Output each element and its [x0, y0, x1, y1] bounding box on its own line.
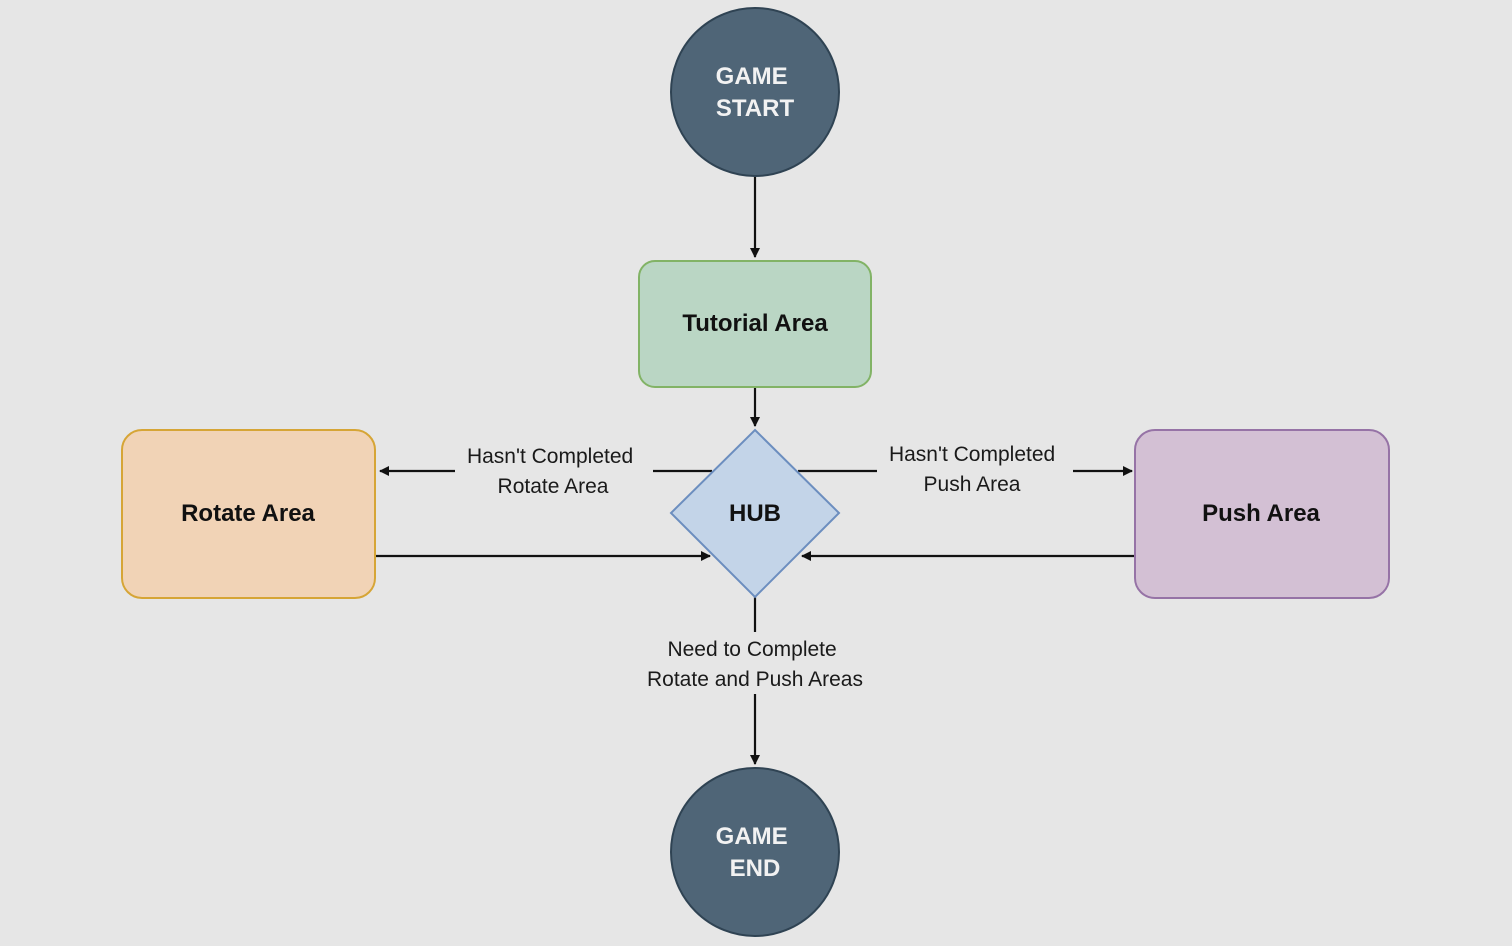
tutorial-area-node: Tutorial Area — [638, 260, 872, 388]
game-start-label-line2: START — [716, 95, 795, 122]
push-area-label: Push Area — [1202, 500, 1320, 527]
edge-label-hub-to-rotate-line1: Hasn't Completed — [467, 445, 633, 468]
edge-label-hub-to-push: Hasn't Completed Push Area — [889, 443, 1061, 496]
tutorial-area-box — [638, 260, 872, 388]
edge-label-hub-to-push-line1: Hasn't Completed — [889, 443, 1055, 466]
push-area-box — [1134, 429, 1390, 599]
rotate-area-node: Rotate Area — [121, 429, 376, 599]
edge-label-hub-to-rotate-line2: Rotate Area — [498, 475, 609, 498]
game-start-label-line1: GAME — [716, 63, 788, 90]
label-bg-rotate — [455, 440, 653, 500]
tutorial-area-label: Tutorial Area — [682, 310, 828, 337]
hub-label: HUB — [729, 500, 781, 527]
game-end-label-line2: END — [730, 855, 781, 882]
game-start-label: GAME START — [716, 63, 795, 122]
push-area-node: Push Area — [1134, 429, 1390, 599]
game-start-circle — [670, 7, 840, 177]
edge-label-hub-to-rotate: Hasn't Completed Rotate Area — [467, 445, 639, 498]
edge-label-hub-to-push-line2: Push Area — [924, 473, 1021, 496]
rotate-area-box — [121, 429, 376, 599]
game-start-node: GAME START — [670, 7, 840, 177]
hub-diamond — [669, 428, 841, 599]
game-end-node: GAME END — [670, 767, 840, 937]
game-end-label-line1: GAME — [716, 823, 788, 850]
edge-label-hub-to-end-line2: Rotate and Push Areas — [647, 668, 863, 691]
game-end-circle — [670, 767, 840, 937]
rotate-area-label: Rotate Area — [181, 500, 315, 527]
edge-label-hub-to-end-line1: Need to Complete — [667, 638, 836, 661]
label-bg-push — [877, 438, 1073, 498]
edge-label-hub-to-end: Need to Complete Rotate and Push Areas — [647, 638, 863, 691]
game-end-label: GAME END — [716, 823, 795, 882]
label-bg-end — [630, 632, 880, 694]
hub-node: HUB — [669, 428, 841, 599]
